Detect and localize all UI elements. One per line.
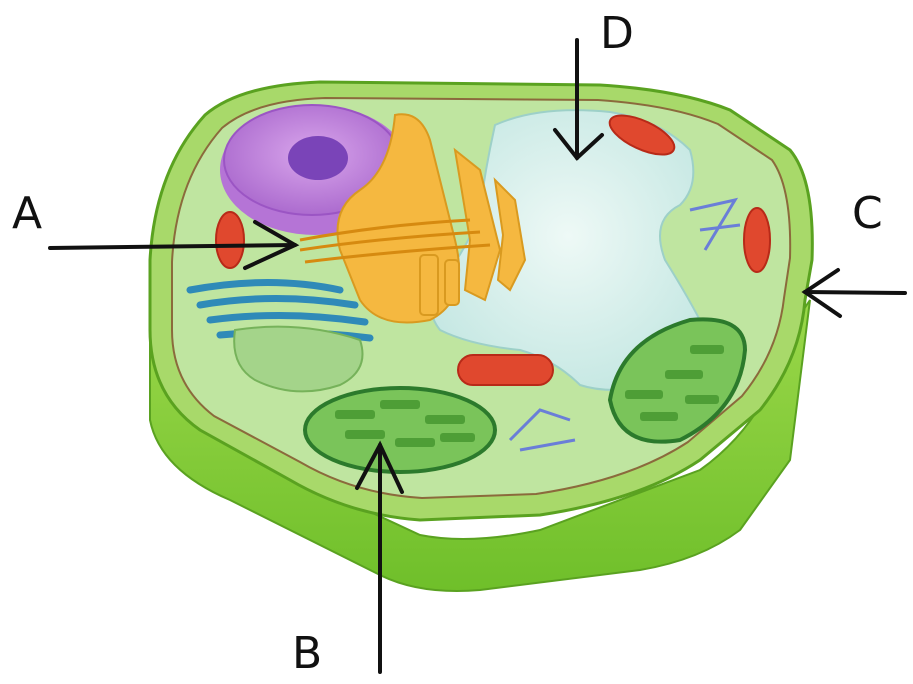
arrow-c: [805, 270, 905, 316]
label-c: C: [852, 188, 883, 239]
label-d: D: [600, 8, 634, 59]
nucleolus: [288, 136, 348, 180]
mitochondrion-left: [216, 212, 244, 268]
label-b: B: [292, 628, 322, 679]
mitochondrion-center: [458, 355, 553, 385]
chloroplast-bottom: [305, 388, 495, 472]
label-a: A: [12, 188, 42, 239]
mitochondrion-right: [744, 208, 770, 272]
